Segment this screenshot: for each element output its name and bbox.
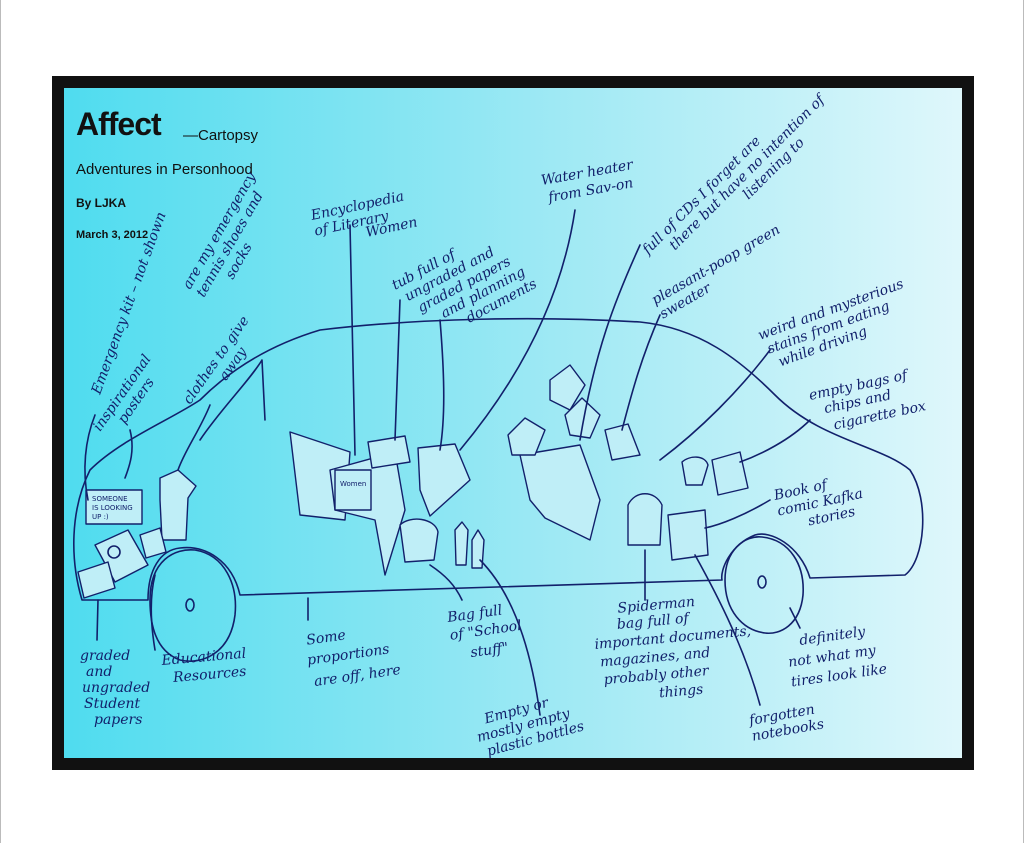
graded-papers-stack [77, 561, 116, 599]
rear-wheel [724, 536, 804, 635]
water-heater-box [417, 443, 471, 517]
poster-text-2: IS LOOKING [92, 504, 133, 512]
globe-icon [107, 545, 121, 559]
tub [367, 435, 411, 469]
label-spiderman-2: bag full of [616, 610, 692, 632]
label-spiderman-6: things [658, 682, 704, 702]
label-educational-1: Educational [160, 646, 247, 669]
drawing-frame [52, 76, 974, 770]
cd-3 [564, 397, 601, 439]
rear-hubcap [757, 575, 767, 589]
stains-cup [681, 456, 709, 486]
inspirational-poster [85, 489, 143, 525]
label-proportions-1: Some [305, 627, 346, 648]
date: March 3, 2012 [76, 229, 149, 241]
book-title: Women [340, 480, 366, 488]
sweater [604, 423, 641, 461]
label-educational-2: Resources [171, 664, 247, 686]
poster-text-3: UP :) [92, 513, 109, 521]
cd-box [519, 444, 601, 541]
page-title: Affect [76, 106, 162, 142]
poster-text-1: SOMEONE [92, 495, 128, 503]
cd-2 [549, 364, 586, 411]
cd-1 [507, 417, 546, 456]
spiderman-bag [627, 493, 663, 546]
label-school-bag-3: stuff" [469, 640, 509, 661]
label-graded-4: Student [84, 696, 140, 712]
school-bag [399, 518, 439, 563]
label-graded-3: ungraded [82, 680, 150, 696]
title-suffix: —Cartopsy [183, 127, 259, 144]
annotation-arrows [84, 209, 811, 716]
label-school-bag-1: Bag full [445, 602, 503, 626]
encyclopedia-book [334, 469, 372, 511]
car-body-outline [73, 317, 924, 601]
label-graded-2: and [86, 664, 112, 680]
front-hubcap [185, 598, 195, 612]
small-box [139, 527, 167, 559]
clothes-shirt [159, 469, 197, 541]
label-graded-1: graded [80, 648, 130, 664]
subtitle: Adventures in Personhood [76, 161, 253, 178]
bottle-2 [471, 529, 485, 569]
windshield-line [199, 359, 266, 441]
kafka-book [667, 509, 709, 561]
label-graded-5: papers [94, 712, 142, 728]
label-spiderman-1: Spiderman [617, 594, 696, 617]
chips-bag [711, 451, 749, 496]
author: By LJKA [76, 196, 127, 210]
bottle-1 [454, 521, 469, 566]
front-wheel [149, 549, 237, 662]
label-cds-2: there but have no intention of [666, 90, 829, 253]
